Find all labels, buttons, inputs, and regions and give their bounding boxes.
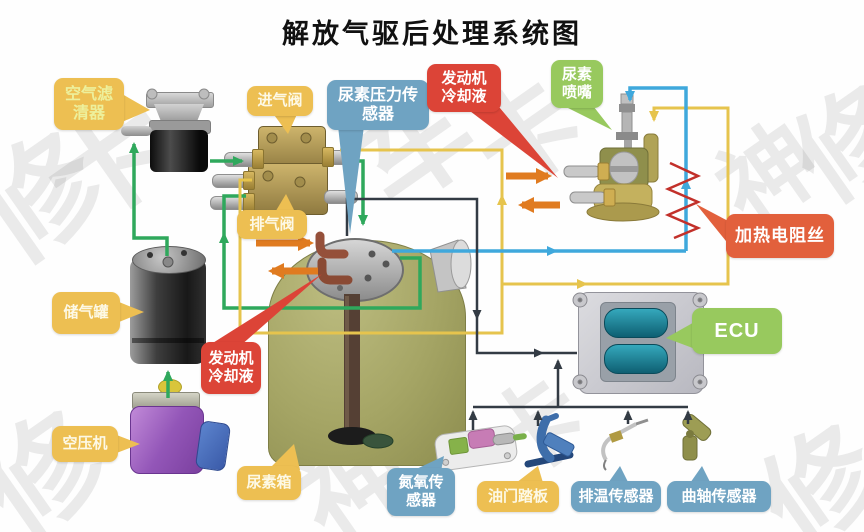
valve-port xyxy=(322,147,334,167)
ecu-connector xyxy=(604,308,668,338)
label-heater-wire: 加热电阻丝 xyxy=(726,214,834,258)
label-air-filter: 空气滤 清器 xyxy=(54,78,124,130)
heater-wire-graphic xyxy=(664,161,702,240)
air-filter-graphic xyxy=(121,126,152,136)
valve-detail xyxy=(262,132,312,188)
air-filter-graphic xyxy=(146,88,210,100)
crankshaft-sensor-graphic xyxy=(682,414,712,461)
air-tank-detail xyxy=(147,250,187,268)
coolant-flow-arrows xyxy=(256,168,560,279)
air-compressor-graphic xyxy=(130,406,204,474)
accelerator-pedal-graphic xyxy=(524,413,575,468)
page-title: 解放气驱后处理系统图 xyxy=(282,19,582,49)
ecu-connector xyxy=(604,344,668,374)
urea-nozzle-graphic xyxy=(563,93,660,222)
coolant-elbow xyxy=(317,257,353,285)
urea-tank-suction-tube xyxy=(328,294,394,449)
label-nox-sensor: 氮氧传 感器 xyxy=(387,468,455,516)
label-crankshaft-sensor: 曲轴传感器 xyxy=(667,481,771,512)
label-ecu: ECU xyxy=(692,308,782,354)
label-urea-pressure-sensor: 尿素压力传 感器 xyxy=(327,80,429,130)
label-engine-coolant-mid: 发动机 冷却液 xyxy=(201,342,261,394)
label-engine-coolant-top: 发动机 冷却液 xyxy=(427,64,501,112)
label-intake-valve: 进气阀 xyxy=(247,86,313,116)
air-filter-graphic xyxy=(150,130,208,172)
label-urea-nozzle: 尿素 喷嘴 xyxy=(551,60,603,108)
nox-sensor-graphic xyxy=(434,425,527,471)
exhaust-temp-sensor-graphic xyxy=(601,418,649,471)
electric-lines xyxy=(345,197,693,430)
label-urea-tank: 尿素箱 xyxy=(237,466,301,500)
coolant-elbow xyxy=(315,231,349,259)
label-exhaust-temp-sensor: 排温传感器 xyxy=(571,481,661,512)
label-pointers xyxy=(114,94,730,486)
valve-port xyxy=(252,149,264,169)
label-exhaust-valve: 排气阀 xyxy=(237,210,307,239)
label-air-compressor: 空压机 xyxy=(52,426,118,462)
air-tank-graphic xyxy=(130,258,206,364)
label-accelerator-pedal: 油门踏板 xyxy=(477,481,559,512)
urea-tank-sender-detail xyxy=(315,231,390,291)
ecu-detail xyxy=(572,292,708,390)
urea-lines xyxy=(238,106,730,335)
air-tank-graphic xyxy=(132,338,204,343)
label-air-tank: 储气罐 xyxy=(52,292,120,334)
air-filter-graphic xyxy=(154,104,204,124)
sensor-line xyxy=(392,86,691,256)
